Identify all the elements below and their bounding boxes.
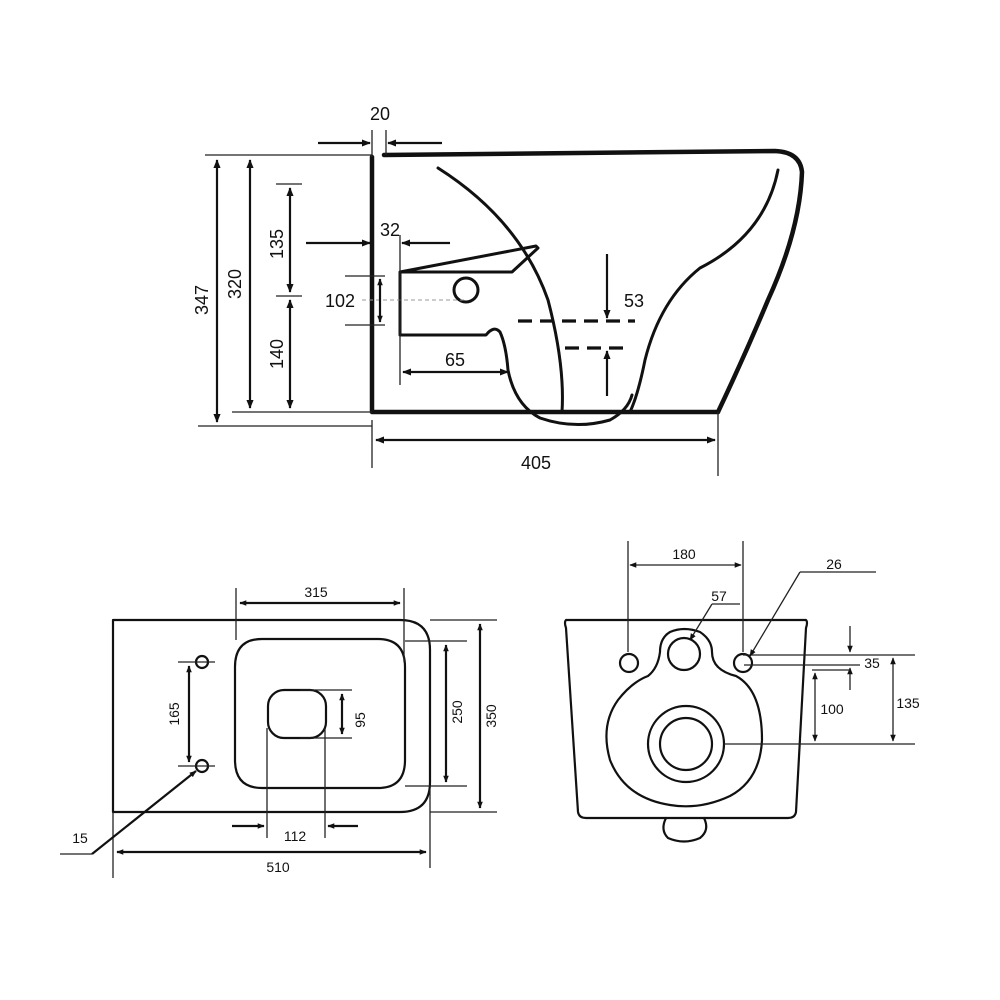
dim-510-label: 510: [266, 859, 290, 875]
dim-140-label: 140: [267, 339, 287, 369]
dim-53-label: 53: [624, 291, 644, 311]
dim-95-label: 95: [352, 712, 368, 728]
dim-250-label: 250: [449, 700, 465, 724]
dim-320-label: 320: [225, 269, 245, 299]
dim-57-leader: [689, 603, 713, 641]
dim-57-label: 57: [711, 588, 727, 604]
top-bowl-rim: [233, 637, 407, 790]
dim-112-label: 112: [284, 828, 307, 844]
dim-347-label: 347: [192, 285, 212, 315]
side-inlet-circle: [452, 276, 480, 304]
dim-102-label: 102: [325, 291, 355, 311]
side-outlet: [398, 244, 634, 427]
top-outlet: [266, 688, 328, 740]
rear-inlet-hole: [666, 636, 702, 672]
rear-outline: [563, 618, 809, 820]
side-bowl-rim: [436, 166, 564, 414]
dim-32-label: 32: [380, 220, 400, 240]
dim-26-label: 26: [826, 556, 842, 572]
rear-bolt-hole-left: [618, 652, 640, 674]
dim-165-label: 165: [166, 702, 182, 726]
side-outline-back: [369, 154, 721, 415]
rear-view: 180 57 26 35 100 135: [563, 541, 920, 843]
dim-15-leader: [91, 770, 197, 855]
dim-15-label: 15: [72, 830, 88, 846]
dim-315-label: 315: [304, 584, 328, 600]
top-view: 315 350 250 165 95 112 510 15: [60, 584, 499, 878]
dim-26-leader: [749, 571, 801, 657]
side-outline-top: [381, 148, 805, 415]
rear-outlet-inner: [658, 716, 714, 772]
dim-350-label: 350: [483, 704, 499, 728]
dim-20-label: 20: [370, 104, 390, 124]
dim-35-label: 35: [864, 655, 880, 671]
rear-bottom-tab: [662, 816, 708, 843]
dim-135-label: 135: [267, 229, 287, 259]
dim-180-label: 180: [672, 546, 696, 562]
dim-405-label: 405: [521, 453, 551, 473]
dim-65-label: 65: [445, 350, 465, 370]
dim-100-label: 100: [820, 701, 844, 717]
top-outline: [111, 618, 432, 814]
side-inner-front-curve: [628, 168, 780, 414]
rear-inner-outline: [605, 627, 764, 808]
dim-135-rear-label: 135: [896, 695, 920, 711]
side-view: 20 347 320 135 140 102 32 65 53 405: [192, 104, 805, 476]
rear-bolt-hole-right: [732, 652, 754, 674]
